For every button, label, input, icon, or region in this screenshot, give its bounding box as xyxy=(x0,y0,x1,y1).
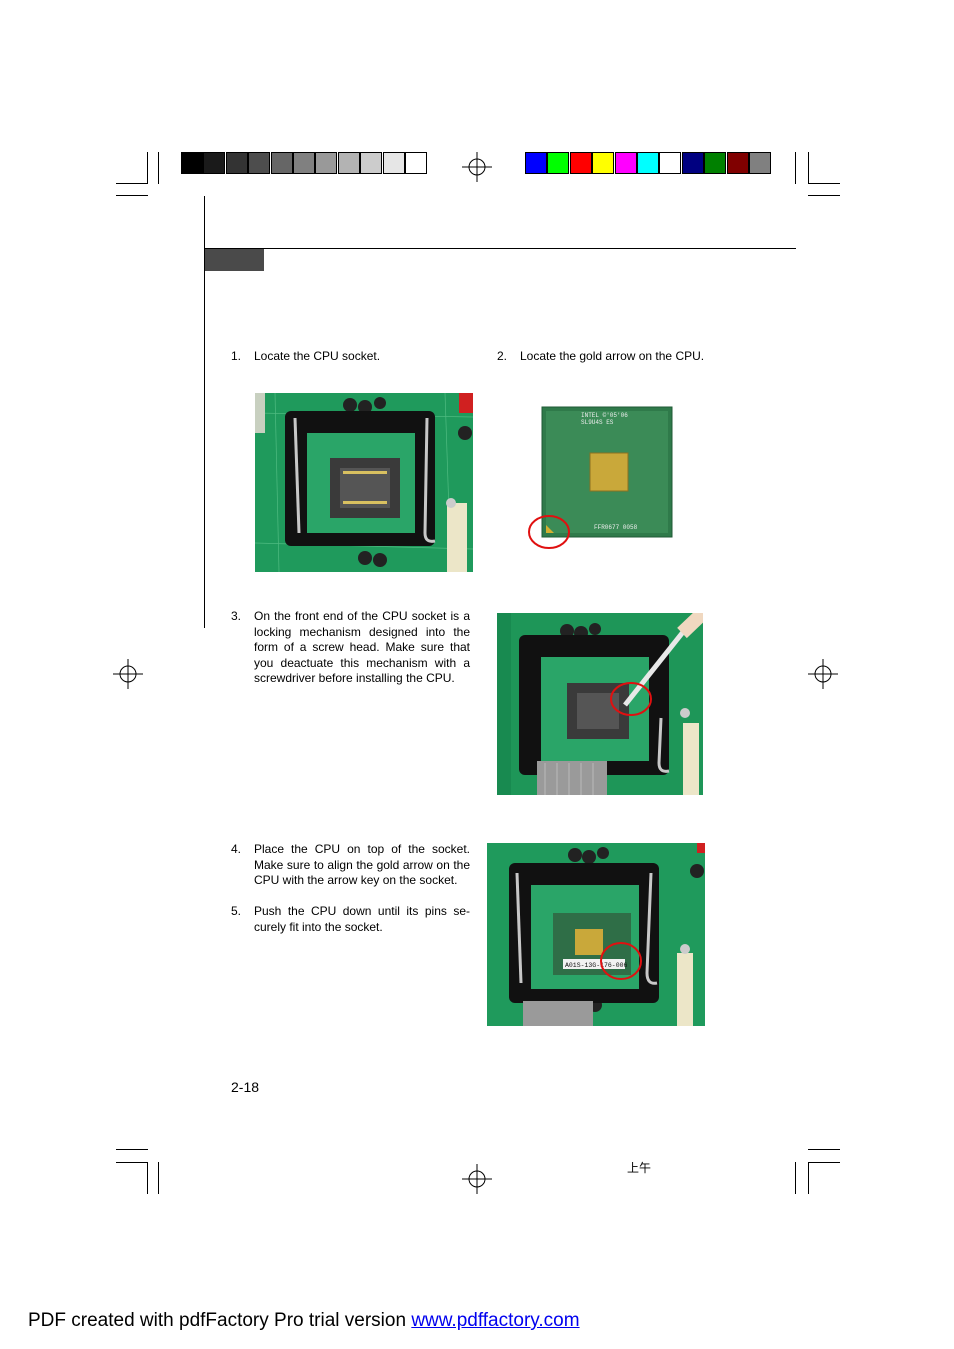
crop-mark xyxy=(116,195,148,196)
header-rule xyxy=(204,248,796,249)
crop-mark xyxy=(795,1162,796,1194)
crop-mark xyxy=(808,1162,840,1163)
cpu-marking-text: SL9U4S ES xyxy=(581,419,614,426)
step-number: 3. xyxy=(231,609,242,623)
registration-mark-icon xyxy=(113,659,143,689)
bottom-print-mark: 上午 xyxy=(627,1161,652,1175)
crop-mark xyxy=(808,195,840,196)
color-swatch xyxy=(592,152,615,174)
step-number: 4. xyxy=(231,842,242,856)
color-swatch xyxy=(704,152,727,174)
step-number: 1. xyxy=(231,349,242,363)
crop-mark xyxy=(808,1149,840,1150)
crop-mark xyxy=(158,1162,159,1194)
crop-mark xyxy=(147,1162,148,1194)
footer-link[interactable]: www.pdffactory.com xyxy=(411,1310,580,1331)
color-swatch xyxy=(726,152,749,174)
gray-swatch xyxy=(203,152,226,174)
registration-mark-icon xyxy=(808,659,838,689)
gray-swatch xyxy=(293,152,315,174)
crop-mark xyxy=(808,183,840,184)
cpu-top-photo: INTEL ©'05'06 SL9U4S ES FFR0677 0058 xyxy=(528,406,673,549)
step-number: 5. xyxy=(231,904,242,918)
gray-swatch xyxy=(382,152,405,174)
footer-text: PDF created with pdfFactory Pro trial ve… xyxy=(28,1310,412,1331)
margin-rule-vertical xyxy=(204,196,205,628)
step-number: 2. xyxy=(497,349,508,363)
crop-mark xyxy=(795,152,796,184)
registration-mark-icon xyxy=(462,1164,492,1194)
color-swatch xyxy=(659,152,682,174)
color-swatch xyxy=(569,152,592,174)
cpu-socket-photo xyxy=(255,393,473,572)
color-swatch xyxy=(525,152,547,174)
gray-swatch xyxy=(360,152,383,174)
color-swatch xyxy=(681,152,704,174)
step-text: Place the CPU on top of the socket. Make… xyxy=(254,842,470,887)
socket-lock-screwdriver-photo xyxy=(497,613,703,795)
gray-swatch xyxy=(181,152,203,174)
crop-mark xyxy=(116,1149,148,1150)
color-swatch xyxy=(547,152,570,174)
gray-swatch xyxy=(405,152,427,174)
cpu-marking-text: INTEL ©'05'06 xyxy=(581,412,628,419)
gray-swatch xyxy=(248,152,271,174)
header-tab-block xyxy=(205,249,264,271)
socket-sticker-text: A01S-13G-176-006 xyxy=(565,962,628,969)
gray-swatch xyxy=(225,152,248,174)
gray-swatch xyxy=(270,152,293,174)
step-text: On the front end of the CPU socket is a … xyxy=(254,609,470,685)
step-text: Locate the CPU socket. xyxy=(254,349,381,363)
step-text: Locate the gold arrow on the CPU. xyxy=(520,349,705,363)
crop-mark xyxy=(158,152,159,184)
gray-swatch xyxy=(315,152,338,174)
crop-mark xyxy=(808,1162,809,1194)
color-swatch xyxy=(637,152,659,174)
crop-mark xyxy=(147,152,148,184)
step-text: Push the CPU down until its pins se-cure… xyxy=(254,904,470,934)
color-swatch xyxy=(749,152,771,174)
registration-mark-icon xyxy=(462,152,492,182)
crop-mark xyxy=(808,152,809,184)
color-swatch xyxy=(614,152,637,174)
crop-mark xyxy=(116,1162,148,1163)
cpu-installed-photo: A01S-13G-176-006 xyxy=(487,843,705,1026)
pdf-footer: PDF created with pdfFactory Pro trial ve… xyxy=(28,1310,580,1332)
cpu-marking-text: FFR0677 0058 xyxy=(594,524,638,531)
crop-mark xyxy=(116,183,148,184)
page-number: 2-18 xyxy=(231,1079,260,1095)
gray-swatch xyxy=(337,152,360,174)
